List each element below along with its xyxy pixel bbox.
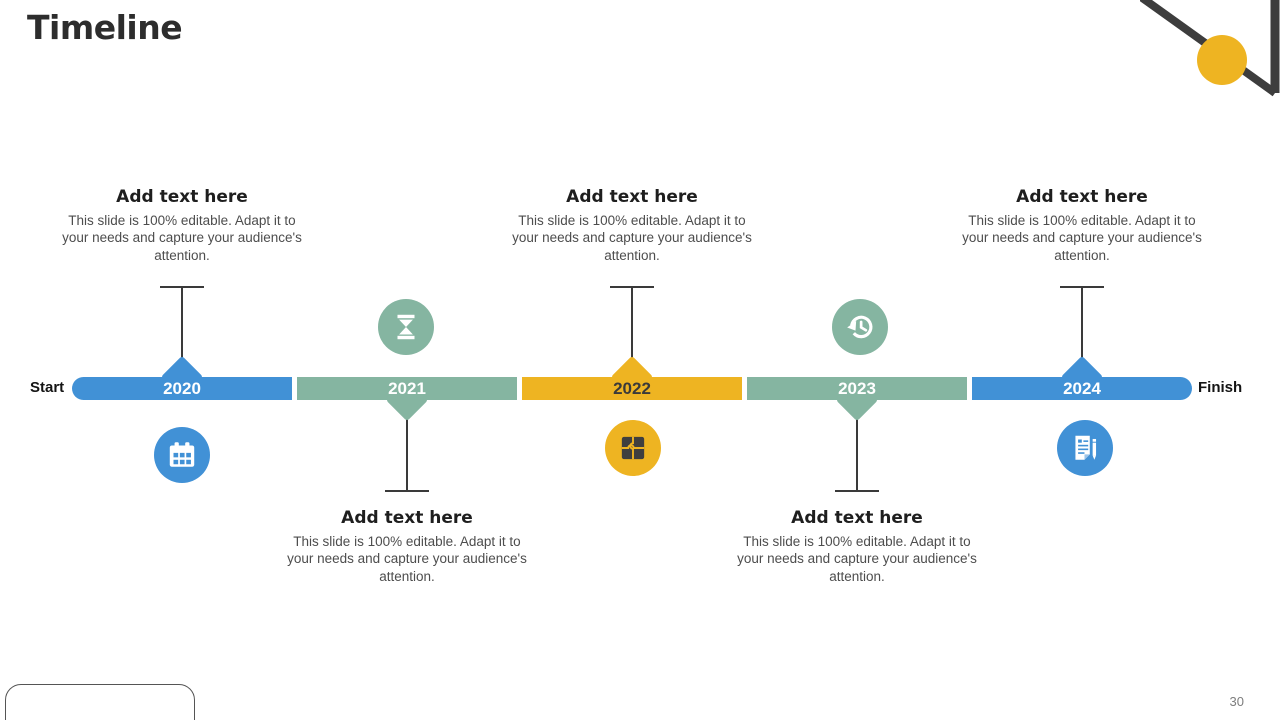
puzzle-icon: [605, 420, 661, 476]
accent-dot: [1197, 35, 1247, 85]
milestone-text-2021: Add text here This slide is 100% editabl…: [287, 508, 527, 585]
milestone-body: This slide is 100% editable. Adapt it to…: [962, 213, 1202, 263]
connector-line-2024: [1081, 286, 1083, 358]
timeline-segment-2024: 2024: [972, 377, 1192, 400]
page-number: 30: [1229, 694, 1244, 709]
milestone-body: This slide is 100% editable. Adapt it to…: [62, 213, 302, 263]
milestone-heading: Add text here: [341, 508, 473, 528]
milestone-text-2022: Add text here This slide is 100% editabl…: [512, 187, 752, 264]
connector-cap-2021: [385, 490, 429, 492]
timeline-segment-2022: 2022: [522, 377, 742, 400]
connector-line-2023: [856, 419, 858, 490]
corner-decoration: [1140, 0, 1280, 97]
timeline-segment-2023: 2023: [747, 377, 967, 400]
history-icon: [832, 299, 888, 355]
page-title: Timeline: [27, 8, 183, 47]
start-label: Start: [30, 379, 65, 396]
milestone-heading: Add text here: [791, 508, 923, 528]
timeline-segment-2020: 2020: [72, 377, 292, 400]
milestone-body: This slide is 100% editable. Adapt it to…: [737, 534, 977, 584]
connector-cap-2023: [835, 490, 879, 492]
milestone-text-2023: Add text here This slide is 100% editabl…: [737, 508, 977, 585]
timeline-segment-2021: 2021: [297, 377, 517, 400]
milestone-heading: Add text here: [566, 187, 698, 207]
bottom-left-shape: [5, 684, 195, 720]
connector-line-2021: [406, 419, 408, 490]
milestone-heading: Add text here: [116, 187, 248, 207]
milestone-text-2020: Add text here This slide is 100% editabl…: [62, 187, 302, 264]
hourglass-icon: [378, 299, 434, 355]
calendar-icon: [154, 427, 210, 483]
milestone-body: This slide is 100% editable. Adapt it to…: [287, 534, 527, 584]
connector-line-2020: [181, 286, 183, 358]
milestone-body: This slide is 100% editable. Adapt it to…: [512, 213, 752, 263]
milestone-heading: Add text here: [1016, 187, 1148, 207]
milestone-text-2024: Add text here This slide is 100% editabl…: [962, 187, 1202, 264]
connector-line-2022: [631, 286, 633, 358]
finish-label: Finish: [1198, 379, 1243, 396]
document-icon: [1057, 420, 1113, 476]
